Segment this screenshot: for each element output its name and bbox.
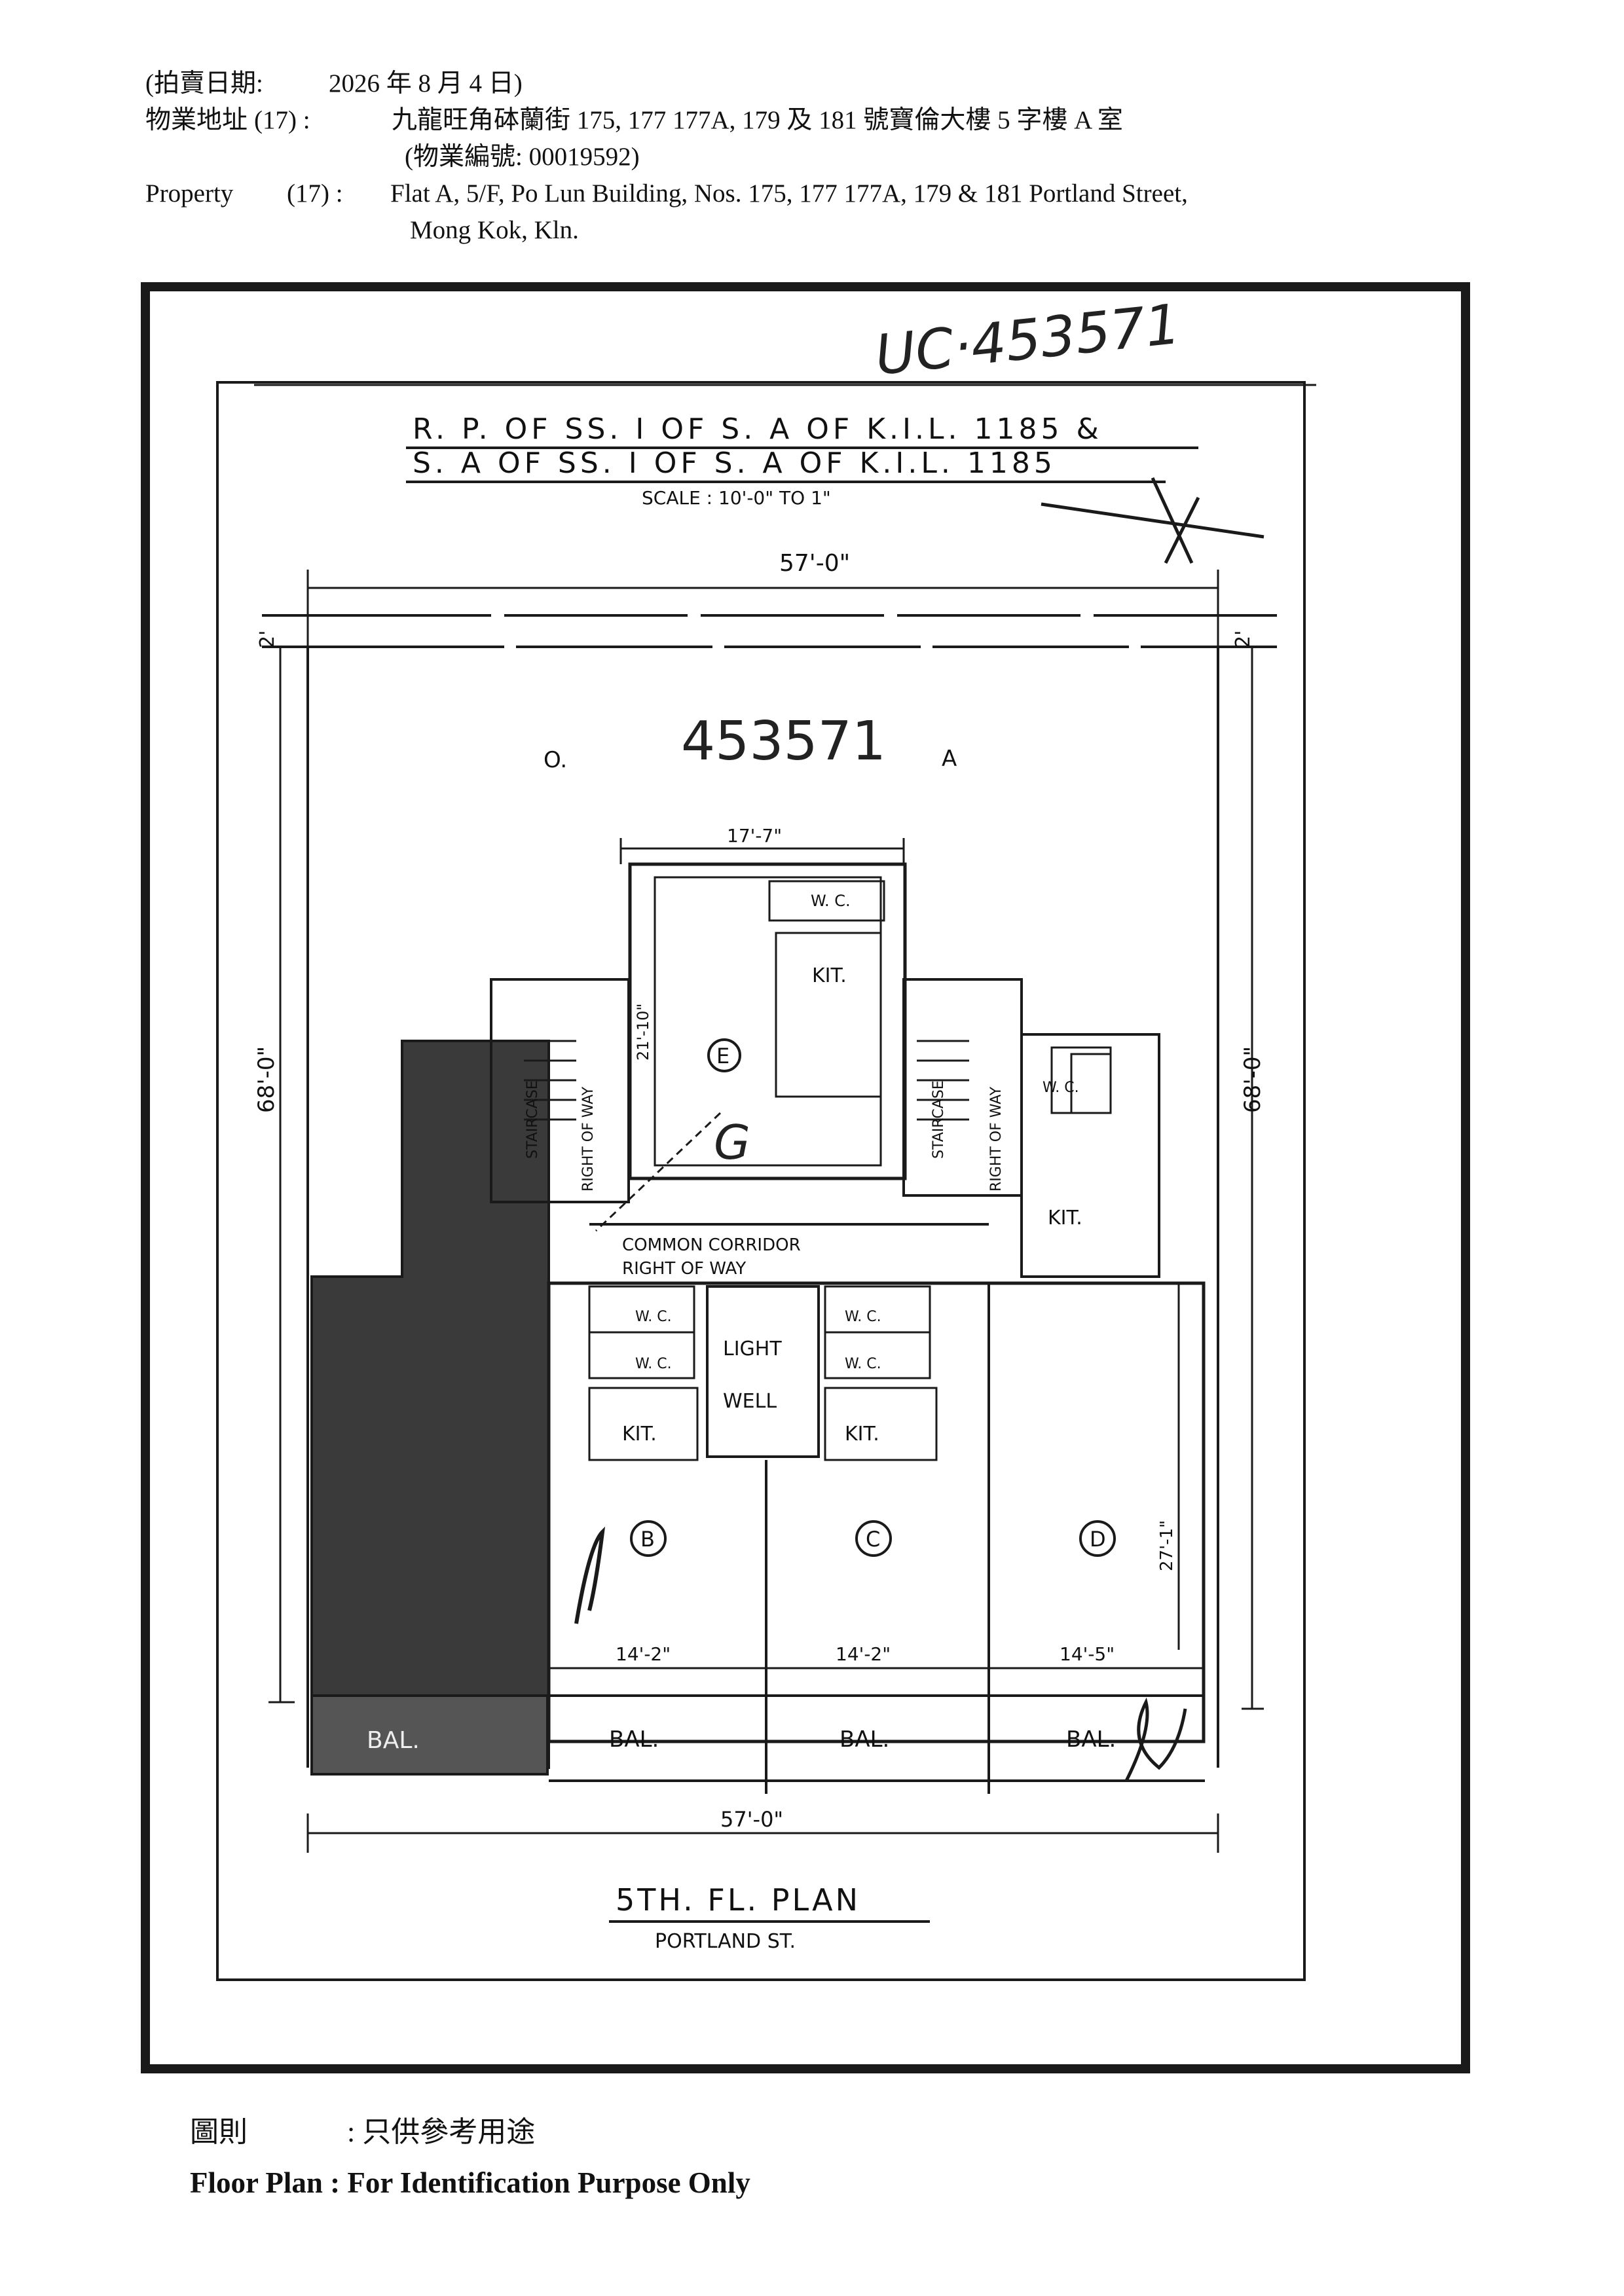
item-number-en: (17) : bbox=[287, 179, 343, 208]
mark-o: O. bbox=[544, 747, 567, 773]
handwritten-g: G bbox=[714, 1115, 750, 1170]
flat-b-marker bbox=[630, 1520, 667, 1557]
flat-c-label: C bbox=[866, 1527, 880, 1552]
wc-c-2: W. C. bbox=[845, 1356, 881, 1372]
right-height-dim bbox=[1242, 647, 1264, 1710]
staircase-steps bbox=[524, 1040, 969, 1121]
dim-side-left: 2' bbox=[256, 630, 279, 648]
auction-date-value: 2026 年 8 月 4 日) bbox=[329, 69, 523, 98]
left-height-dim bbox=[268, 647, 295, 1704]
handwritten-number: 453571 bbox=[681, 710, 886, 773]
item-number: (17) : bbox=[254, 106, 310, 134]
scale-note: SCALE : 10'-0" TO 1" bbox=[642, 487, 831, 509]
staircase-right: STAIRCASE bbox=[931, 1080, 947, 1159]
flat-e-label: E bbox=[716, 1044, 729, 1068]
dim-bottom: 57'-0" bbox=[720, 1807, 783, 1832]
staircase-left: STAIRCASE bbox=[525, 1080, 541, 1159]
inner-frame bbox=[216, 381, 1306, 1981]
footer-zh-note: : 只供參考用途 bbox=[347, 2116, 536, 2148]
outer-frame bbox=[141, 282, 1470, 2073]
dim-flat-e-width: 17'-7" bbox=[727, 825, 782, 847]
property-label: Property bbox=[145, 179, 234, 208]
wc-b-1: W. C. bbox=[635, 1309, 672, 1325]
dim-c-width: 14'-2" bbox=[836, 1643, 891, 1665]
kit-e: KIT. bbox=[812, 964, 847, 987]
kit-b: KIT. bbox=[622, 1423, 657, 1446]
handwritten-mark bbox=[574, 1526, 606, 1624]
dim-left-height: 68'-0" bbox=[253, 1046, 280, 1113]
wc-d: W. C. bbox=[1043, 1080, 1079, 1096]
flat-e-width-dim bbox=[619, 838, 905, 864]
address-zh: 九龍旺角砵蘭街 175, 177 177A, 179 及 181 號寶倫大樓 5… bbox=[392, 106, 1123, 134]
building-walls bbox=[490, 862, 1206, 1794]
footer-zh-label: 圖則 bbox=[190, 2116, 248, 2148]
footer-zh: 圖則 : 只供參考用途 bbox=[190, 2108, 750, 2154]
bal-d: BAL. bbox=[1066, 1726, 1116, 1753]
footer-en-note: Floor Plan : For Identification Purpose … bbox=[190, 2166, 750, 2199]
site-outline bbox=[306, 647, 1219, 1768]
handwritten-ref-top: UC·453571 bbox=[872, 292, 1183, 388]
lot-line-1: R. P. OF SS. I OF S. A OF K.I.L. 1185 & bbox=[413, 412, 1103, 446]
wc-b-2: W. C. bbox=[635, 1356, 672, 1372]
bottom-dimension bbox=[306, 1813, 1219, 1853]
dim-top: 57'-0" bbox=[779, 550, 850, 577]
dim-b-width: 14'-2" bbox=[616, 1643, 671, 1665]
flat-b-label: B bbox=[640, 1527, 655, 1552]
dim-right-height: 68'-0" bbox=[1240, 1046, 1266, 1113]
corridor-line-2: RIGHT OF WAY bbox=[622, 1259, 746, 1279]
dim-flat-e-depth: 21'-10" bbox=[634, 1004, 652, 1061]
front-strip bbox=[262, 614, 1277, 648]
light-well-1: LIGHT bbox=[723, 1338, 782, 1360]
dim-d-width: 14'-5" bbox=[1060, 1643, 1115, 1665]
bal-shaded: BAL. bbox=[367, 1727, 420, 1754]
footer-note: 圖則 : 只供參考用途 Floor Plan : For Identificat… bbox=[190, 2108, 750, 2200]
lot-line-2: S. A OF SS. I OF S. A OF K.I.L. 1185 bbox=[413, 446, 1056, 480]
dim-flat-d-depth: 27'-1" bbox=[1157, 1520, 1177, 1571]
address-en-line1: Flat A, 5/F, Po Lun Building, Nos. 175, … bbox=[390, 179, 1188, 208]
flat-c-marker bbox=[855, 1520, 892, 1557]
address-en-line2: Mong Kok, Kln. bbox=[410, 216, 579, 244]
street-name: PORTLAND ST. bbox=[655, 1930, 796, 1953]
plan-title: 5TH. FL. PLAN bbox=[616, 1882, 860, 1918]
top-dimension bbox=[306, 570, 1219, 655]
corridor-line-1: COMMON CORRIDOR bbox=[622, 1235, 801, 1255]
mark-a: A bbox=[942, 746, 957, 772]
address-zh-label: 物業地址 bbox=[145, 106, 248, 134]
auction-date-label: (拍賣日期: bbox=[145, 69, 263, 98]
wc-e: W. C. bbox=[811, 892, 851, 910]
dim-side-right: 2' bbox=[1232, 630, 1255, 648]
bal-c: BAL. bbox=[840, 1726, 889, 1753]
row-left: RIGHT OF WAY bbox=[580, 1086, 597, 1192]
bal-b: BAL. bbox=[609, 1726, 659, 1753]
shaded-excluded-area bbox=[310, 1040, 550, 1769]
north-arrow-icon bbox=[1041, 477, 1264, 564]
kit-c: KIT. bbox=[845, 1423, 879, 1446]
flat-e-marker bbox=[707, 1038, 741, 1072]
signature-mark bbox=[1124, 1697, 1187, 1782]
property-number: (物業編號: 00019592) bbox=[405, 143, 640, 171]
row-right: RIGHT OF WAY bbox=[988, 1086, 1005, 1192]
wc-c-1: W. C. bbox=[845, 1309, 881, 1325]
kit-d: KIT. bbox=[1048, 1207, 1082, 1230]
flat-d-label: D bbox=[1090, 1527, 1106, 1552]
light-well-2: WELL bbox=[723, 1390, 777, 1413]
flat-d-marker bbox=[1079, 1520, 1116, 1557]
